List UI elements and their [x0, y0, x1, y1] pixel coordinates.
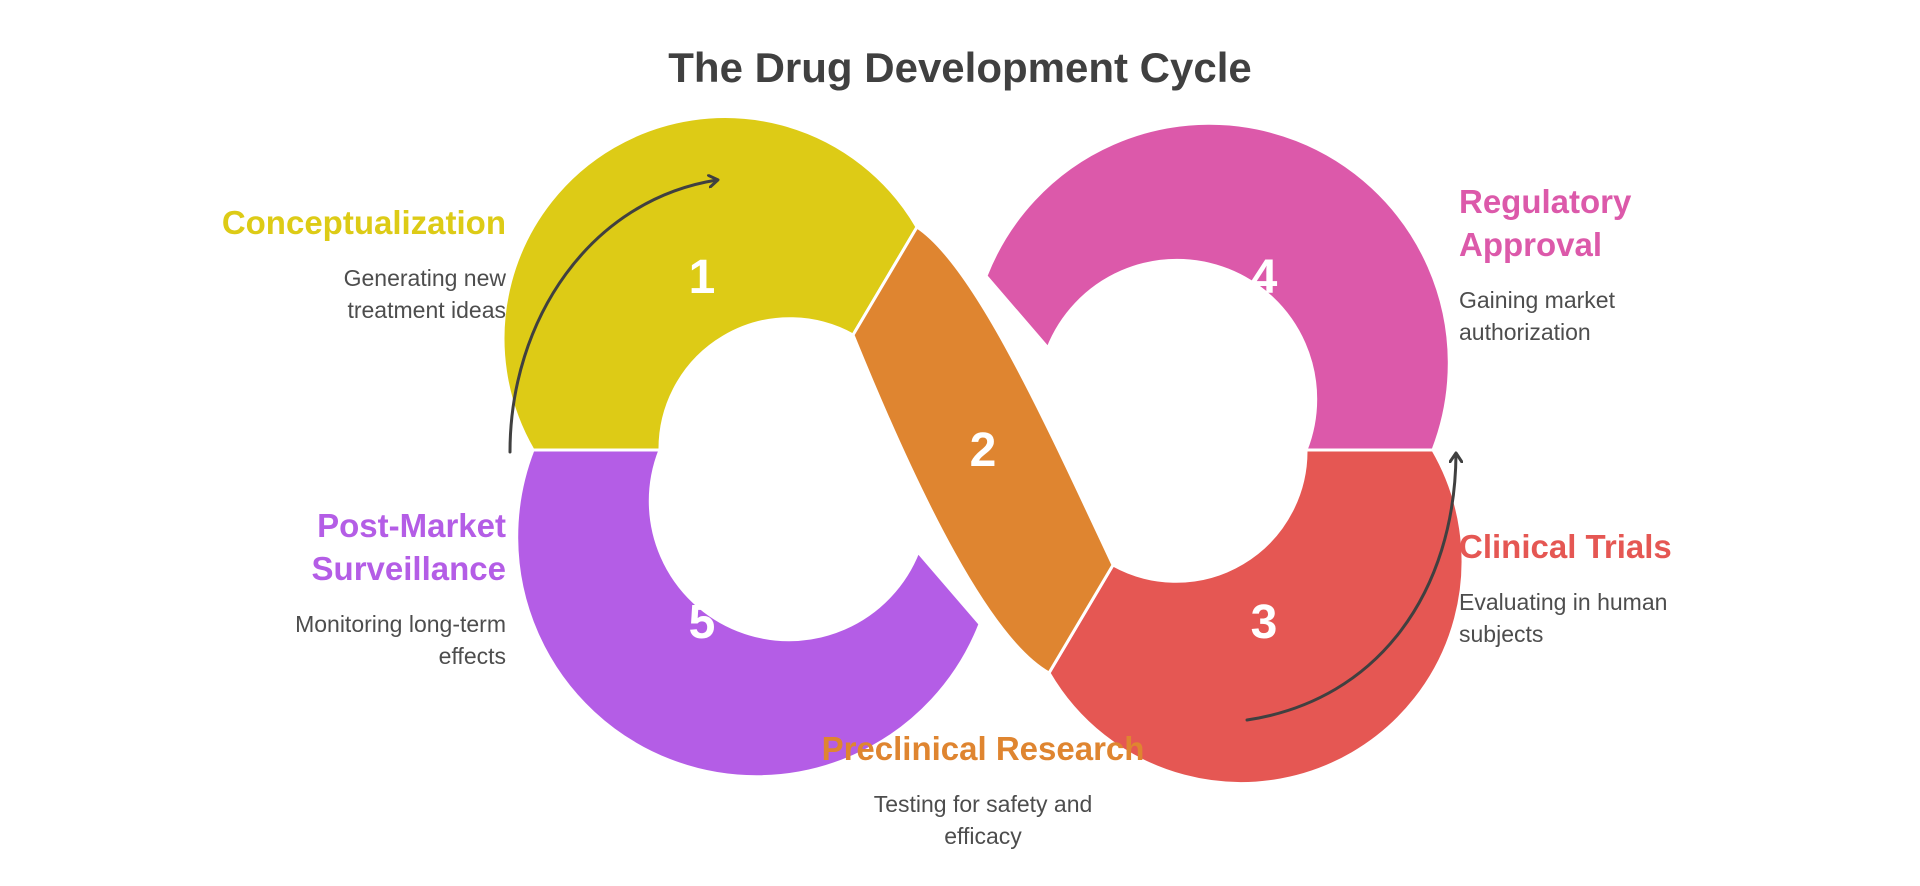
- stage-4-title-line: Regulatory: [1459, 183, 1632, 220]
- stage-5-description: Monitoring long-term effects: [295, 608, 506, 672]
- stage-4-title: Regulatory Approval: [1459, 180, 1631, 266]
- stage-number-1: 1: [689, 251, 716, 304]
- stage-1-description: Generating new treatment ideas: [222, 262, 506, 326]
- stage-3-title: Clinical Trials: [1459, 525, 1672, 568]
- stage-4-label: Regulatory Approval Gaining market autho…: [1459, 180, 1631, 348]
- stage-5-desc-line: effects: [438, 643, 506, 669]
- stage-3-label: Clinical Trials Evaluating in human subj…: [1459, 525, 1672, 650]
- stage-2-description: Testing for safety and efficacy: [783, 788, 1183, 852]
- stage-1-title: Conceptualization: [222, 201, 506, 244]
- arrow-bottom-right: [1245, 454, 1456, 722]
- stage-3-title-line: Clinical Trials: [1459, 528, 1672, 565]
- stage-3-desc-line: subjects: [1459, 621, 1544, 647]
- segment-surveillance: [515, 448, 982, 779]
- stage-5-title: Post-Market Surveillance: [295, 504, 506, 590]
- arrow-top-left: [508, 180, 717, 454]
- stage-5-desc-line: Monitoring long-term: [295, 611, 506, 637]
- stage-number-3: 3: [1251, 596, 1278, 649]
- diagram-title: The Drug Development Cycle: [668, 44, 1252, 91]
- stage-1-label: Conceptualization Generating new treatme…: [222, 201, 506, 326]
- stage-2-title: Preclinical Research: [783, 727, 1183, 770]
- segment-regulatory: [984, 121, 1451, 452]
- stage-3-description: Evaluating in human subjects: [1459, 586, 1672, 650]
- stage-2-label: Preclinical Research Testing for safety …: [783, 727, 1183, 852]
- stage-5-title-line: Post-Market: [317, 507, 506, 544]
- stage-1-desc-line: Generating new: [343, 265, 506, 291]
- stage-number-5: 5: [689, 596, 716, 649]
- segment-clinical: [1047, 448, 1465, 786]
- stage-2-desc-line: Testing for safety and: [873, 791, 1093, 817]
- stage-1-title-line: Conceptualization: [221, 204, 506, 241]
- segment-preclinical: [851, 224, 1115, 676]
- stage-2-title-line: Preclinical Research: [821, 730, 1145, 767]
- stage-3-desc-line: Evaluating in human: [1459, 589, 1668, 615]
- stage-5-title-line: Surveillance: [311, 550, 506, 587]
- stage-2-desc-line: efficacy: [944, 823, 1022, 849]
- stage-5-label: Post-Market Surveillance Monitoring long…: [295, 504, 506, 672]
- stage-1-desc-line: treatment ideas: [347, 297, 506, 323]
- stage-4-desc-line: Gaining market: [1459, 287, 1615, 313]
- stage-number-4: 4: [1251, 251, 1278, 304]
- stage-number-2: 2: [970, 424, 997, 477]
- stage-4-description: Gaining market authorization: [1459, 284, 1631, 348]
- stage-4-desc-line: authorization: [1459, 319, 1591, 345]
- segment-conceptualization: [501, 114, 919, 452]
- stage-4-title-line: Approval: [1459, 226, 1603, 263]
